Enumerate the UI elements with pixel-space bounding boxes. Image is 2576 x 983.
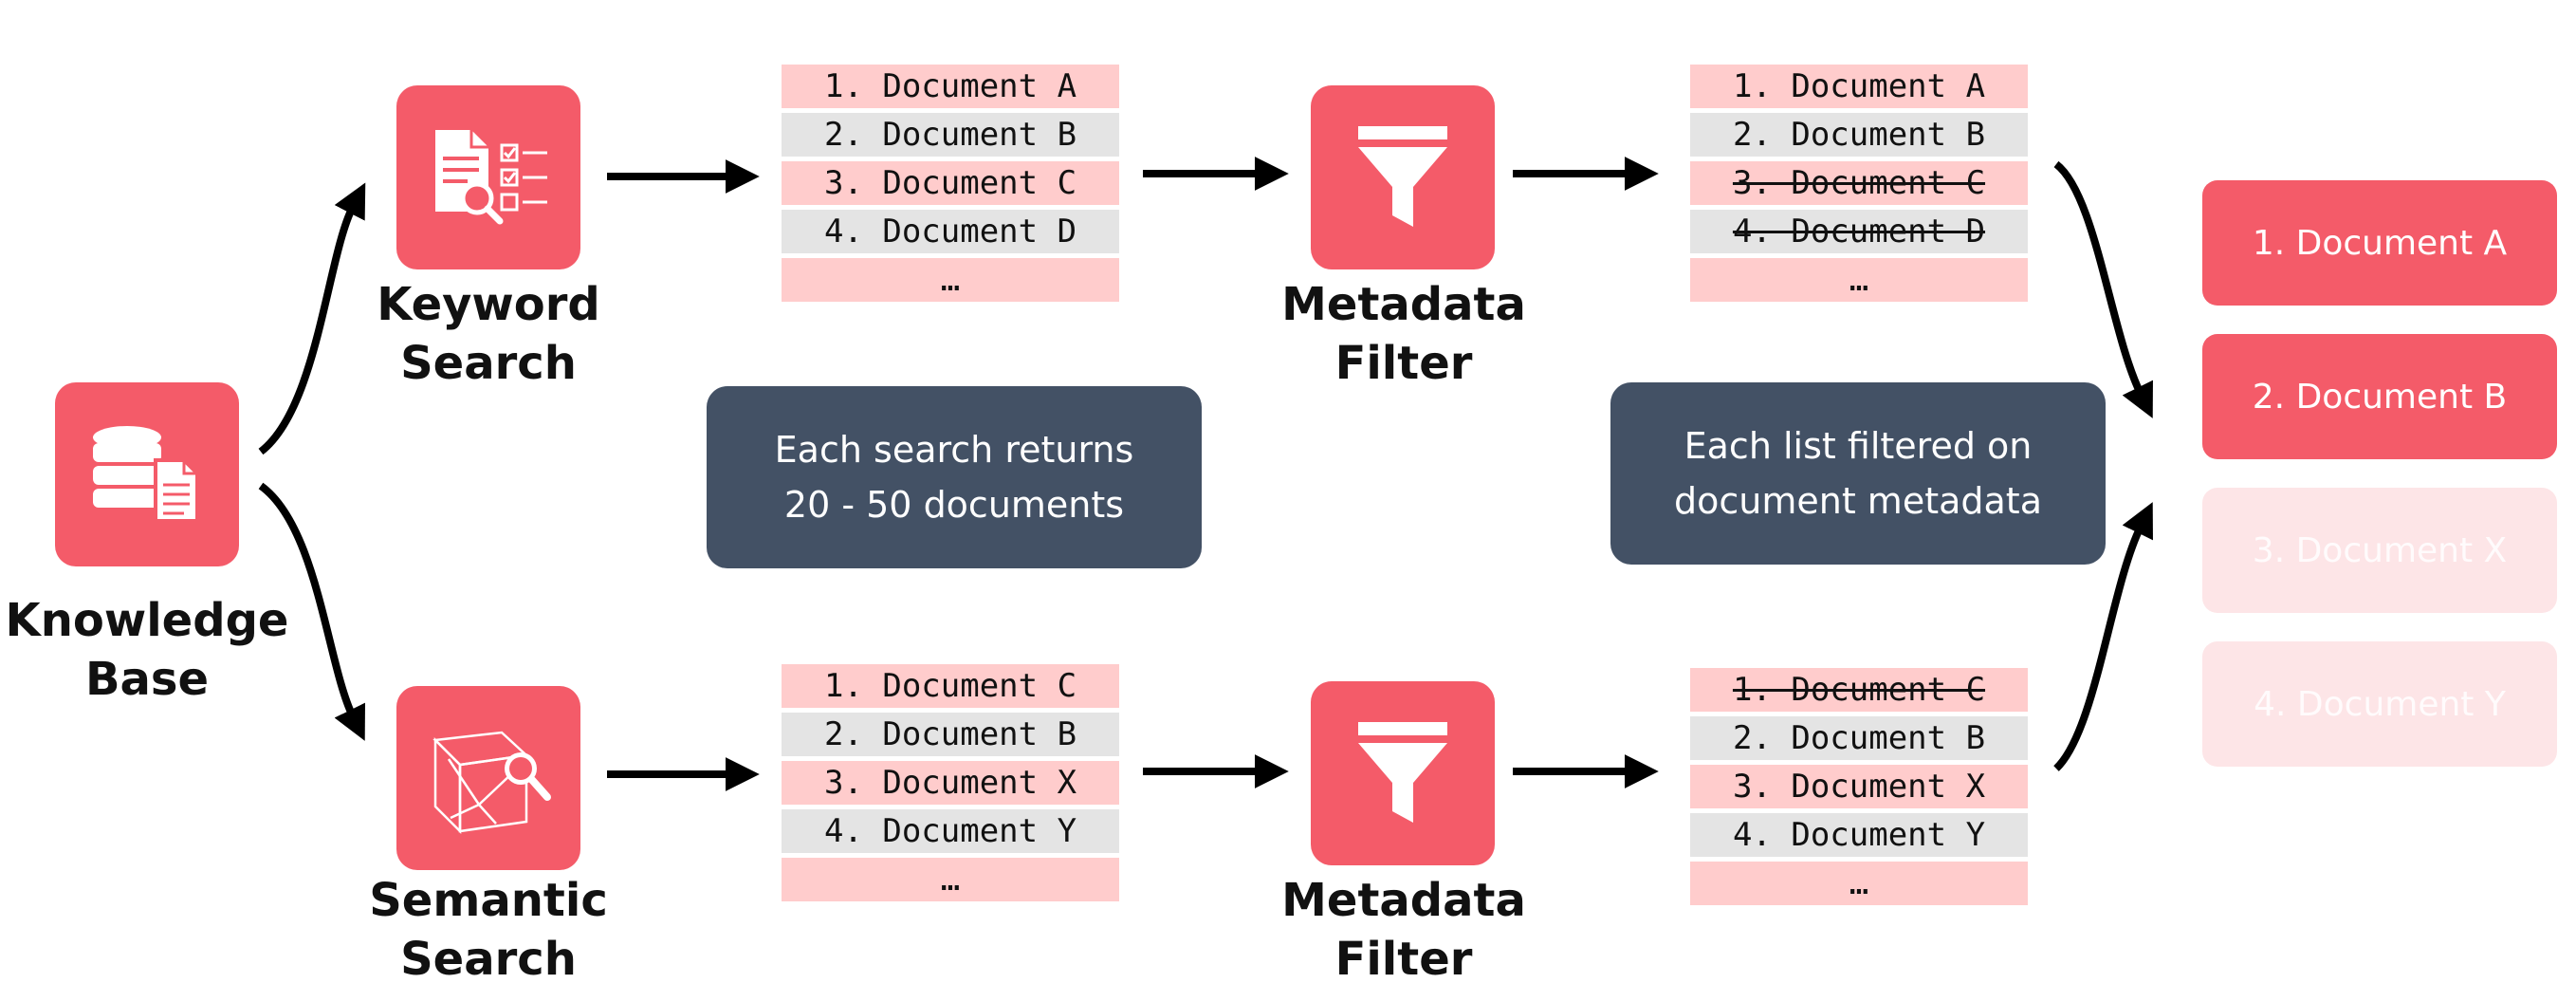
filter-note: Each list filtered on document metadata (1610, 382, 2106, 565)
list-item: 4. Document D (782, 210, 1119, 253)
list-item-struck: 4. Document D (1690, 210, 2028, 253)
list-item: … (782, 858, 1119, 901)
metadata-filter-top-label-line2: Filter (1334, 337, 1473, 390)
final-result-1: 1. Document A (2202, 180, 2557, 306)
semantic-search-label-line2: Search (400, 933, 577, 983)
arrow-kb-to-keyword (258, 182, 366, 455)
metadata-filter-bottom-label-line2: Filter (1334, 933, 1473, 983)
list-item-struck: 1. Document C (1690, 668, 2028, 712)
knowledge-base-label: Knowledge Base (0, 591, 294, 709)
list-item: 2. Document B (1690, 113, 2028, 157)
keyword-search-label-line2: Search (400, 337, 577, 390)
search-note: Each search returns 20 - 50 documents (707, 386, 1202, 568)
metadata-filter-top-label-line1: Metadata (1281, 278, 1526, 331)
list-item: … (782, 258, 1119, 302)
metadata-filter-bottom-label: Metadata Filter (1261, 871, 1546, 983)
list-item: 2. Document B (1690, 716, 2028, 760)
semantic-search-label: Semantic Search (346, 871, 631, 983)
knowledge-base-label-line2: Base (84, 653, 210, 706)
semantic-results-list: 1. Document C 2. Document B 3. Document … (782, 664, 1119, 906)
list-item: … (1690, 862, 2028, 905)
document-checklist-search-icon (435, 130, 547, 225)
keyword-search-label-line1: Keyword (377, 278, 600, 331)
list-item: 4. Document Y (1690, 813, 2028, 857)
list-item: 1. Document A (782, 65, 1119, 108)
list-item: 2. Document B (782, 113, 1119, 157)
keyword-filtered-list: 1. Document A 2. Document B 3. Document … (1690, 65, 2028, 306)
list-item-struck: 3. Document C (1690, 161, 2028, 205)
filter-note-line2: document metadata (1674, 480, 2042, 522)
knowledge-base-tile (55, 382, 239, 566)
semantic-search-tile (396, 686, 580, 870)
final-result-3: 3. Document X (2202, 488, 2557, 613)
list-item: 4. Document Y (782, 809, 1119, 853)
final-result-2: 2. Document B (2202, 334, 2557, 459)
search-note-line1: Each search returns (774, 429, 1134, 471)
metadata-filter-bottom-tile (1311, 681, 1495, 865)
keyword-results-list: 1. Document A 2. Document B 3. Document … (782, 65, 1119, 306)
keyword-search-tile (396, 85, 580, 269)
list-item: 3. Document C (782, 161, 1119, 205)
arrow-top-to-results (2053, 160, 2153, 418)
semantic-filtered-list: 1. Document C 2. Document B 3. Document … (1690, 668, 2028, 910)
list-item: … (1690, 258, 2028, 302)
vector-space-search-icon (432, 731, 551, 835)
list-item: 3. Document X (782, 761, 1119, 805)
final-result-4: 4. Document Y (2202, 641, 2557, 767)
search-note-line2: 20 - 50 documents (783, 484, 1125, 526)
list-item: 3. Document X (1690, 765, 2028, 808)
list-item: 2. Document B (782, 713, 1119, 756)
filter-note-line1: Each list filtered on (1684, 425, 2033, 467)
semantic-search-label-line1: Semantic (369, 874, 608, 927)
metadata-filter-bottom-label-line1: Metadata (1281, 874, 1526, 927)
funnel-icon (1358, 126, 1447, 227)
knowledge-base-label-line1: Knowledge (5, 594, 289, 647)
metadata-filter-top-tile (1311, 85, 1495, 269)
list-item: 1. Document C (782, 664, 1119, 708)
list-item: 1. Document A (1690, 65, 2028, 108)
funnel-icon (1358, 722, 1447, 823)
metadata-filter-top-label: Metadata Filter (1261, 275, 1546, 393)
keyword-search-label: Keyword Search (346, 275, 631, 393)
database-document-icon (93, 426, 199, 523)
